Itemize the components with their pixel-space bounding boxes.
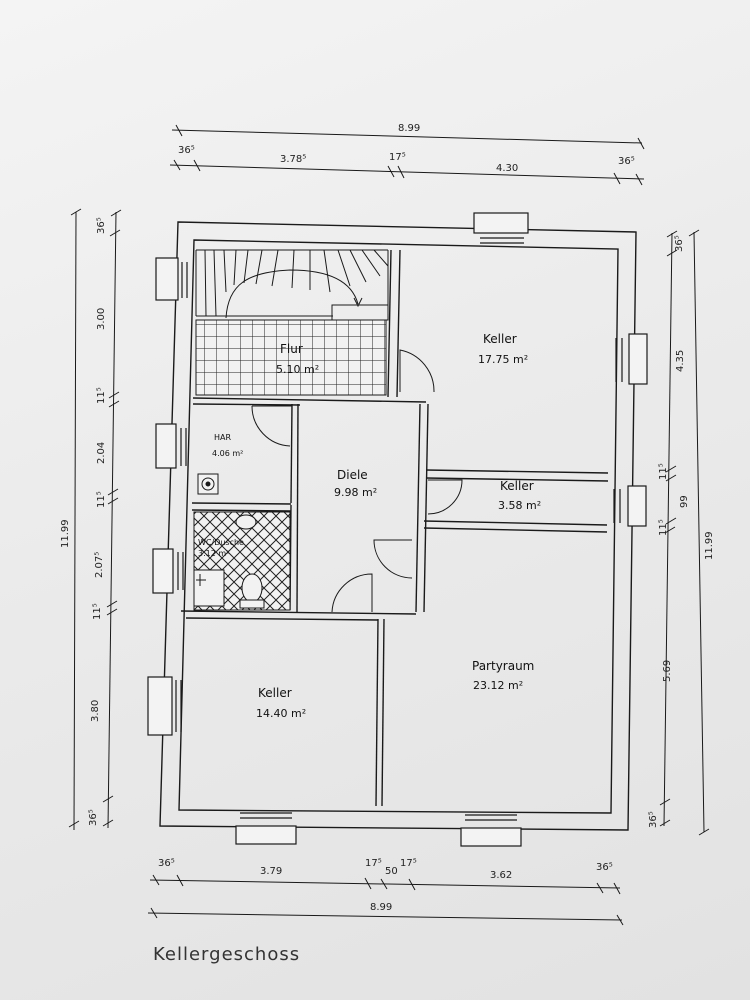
wc-area: 3.12 m² — [198, 549, 229, 558]
dim-right-c: 11⁵ — [658, 463, 669, 480]
dim-bottom-b: 3.79 — [260, 866, 282, 877]
keller-mid-label: Keller — [500, 479, 534, 493]
dim-bottom-g: 36⁵ — [596, 862, 613, 873]
dim-bottom-c: 17⁵ — [365, 858, 382, 869]
dim-left-i: 36⁵ — [88, 809, 99, 826]
dim-left-e: 11⁵ — [96, 491, 107, 508]
dim-left-d: 2.04 — [96, 442, 107, 464]
dim-right-f: 5.69 — [662, 660, 673, 682]
dim-right-a: 36⁵ — [674, 235, 685, 252]
dim-left-g: 11⁵ — [92, 603, 103, 620]
staircase — [195, 249, 389, 321]
walls — [159, 221, 637, 831]
keller-ne-label: Keller — [483, 332, 517, 346]
dim-right-total: 11.99 — [704, 531, 715, 560]
dim-left-f: 2.07⁵ — [94, 552, 105, 578]
dim-bottom-e: 17⁵ — [400, 858, 417, 869]
flur-label: Flur — [280, 342, 303, 356]
dim-bottom-a: 36⁵ — [158, 858, 175, 869]
dim-right-d: 99 — [679, 495, 690, 508]
doors — [251, 349, 463, 613]
dim-left-total: 11.99 — [60, 519, 71, 548]
flur-area: 5.10 m² — [276, 363, 319, 376]
keller-sw-area: 14.40 m² — [256, 707, 306, 720]
dim-right-g: 36⁵ — [648, 811, 659, 828]
dim-bottom-total: 8.99 — [370, 902, 392, 913]
har-area: 4.06 m² — [212, 449, 243, 458]
dim-top-a: 36⁵ — [178, 145, 195, 156]
diele-label: Diele — [337, 468, 368, 482]
dim-top-d: 4.30 — [496, 163, 518, 174]
keller-ne-area: 17.75 m² — [478, 353, 528, 366]
har-label: HAR — [214, 433, 231, 442]
keller-mid-area: 3.58 m² — [498, 499, 541, 512]
dim-right-b: 4.35 — [675, 350, 686, 372]
dim-right-e: 11⁵ — [658, 519, 669, 536]
keller-sw-label: Keller — [258, 686, 292, 700]
dimension-lines — [68, 124, 710, 926]
dim-top-c: 17⁵ — [389, 152, 406, 163]
dim-left-b: 3.00 — [96, 308, 107, 330]
dim-bottom-f: 3.62 — [490, 870, 512, 881]
windows — [147, 212, 648, 847]
fixtures — [193, 473, 265, 609]
dim-left-c: 11⁵ — [96, 387, 107, 404]
partyraum-area: 23.12 m² — [473, 679, 523, 692]
partyraum-label: Partyraum — [472, 659, 534, 673]
dim-top-total: 8.99 — [398, 123, 420, 134]
flur-tile-floor — [195, 319, 387, 396]
dim-bottom-d: 50 — [385, 866, 398, 877]
plan-caption: Kellergeschoss — [153, 944, 301, 965]
dim-top-b: 3.78⁵ — [280, 154, 306, 165]
wc-label: WC/Dusche — [198, 538, 244, 547]
dim-top-e: 36⁵ — [618, 156, 635, 167]
dim-left-h: 3.80 — [90, 700, 101, 722]
diele-area: 9.98 m² — [334, 486, 377, 499]
dim-left-a: 36⁵ — [96, 217, 107, 234]
